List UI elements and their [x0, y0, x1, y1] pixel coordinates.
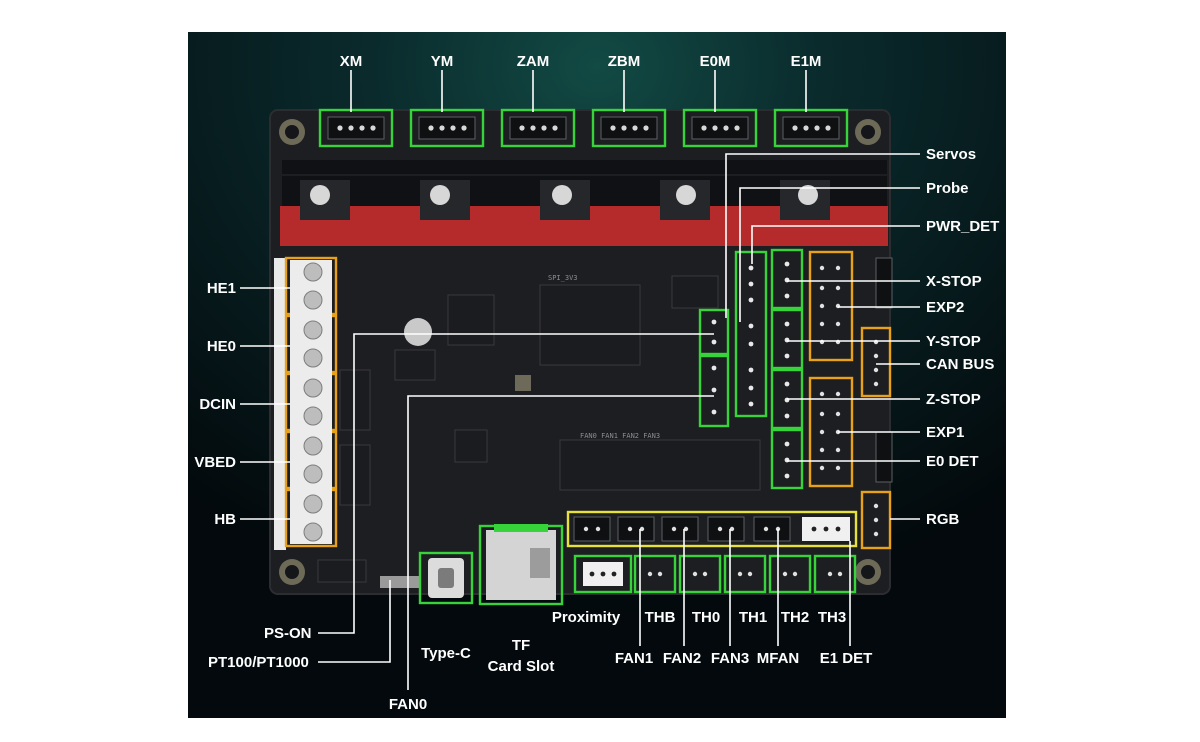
bottom-labels: PS-ON PT100/PT1000 FAN0 Type-C TF Card S…: [208, 609, 872, 713]
signal-headers: [698, 248, 804, 490]
leader-lines: [240, 70, 920, 690]
label-fan0: FAN0: [389, 696, 427, 713]
usb-and-sd: [418, 524, 564, 606]
driver-sockets: [280, 160, 888, 246]
label-servos: Servos: [926, 146, 976, 163]
label-dcin: DCIN: [199, 396, 236, 413]
exp-headers: [808, 250, 893, 550]
label-tf: TF: [512, 637, 530, 654]
label-hb: HB: [214, 511, 236, 528]
label-can-bus: CAN BUS: [926, 356, 994, 373]
right-labels: Servos Probe PWR_DET X-STOP EXP2 Y-STOP …: [926, 146, 999, 528]
label-fan3: FAN3: [711, 650, 749, 667]
label-type-c: Type-C: [421, 645, 471, 662]
label-th1: TH1: [739, 609, 767, 626]
label-exp1: EXP1: [926, 424, 964, 441]
label-pt100: PT100/PT1000: [208, 654, 309, 671]
left-labels: HE1 HE0 DCIN VBED HB: [194, 280, 236, 528]
label-he0: HE0: [207, 338, 236, 355]
label-fan2: FAN2: [663, 650, 701, 667]
label-zbm: ZBM: [608, 53, 641, 70]
mounting-holes: [279, 119, 881, 585]
label-vbed: VBED: [194, 454, 236, 471]
label-thb: THB: [645, 609, 676, 626]
label-card-slot: Card Slot: [488, 658, 555, 675]
label-probe: Probe: [926, 180, 969, 197]
label-e1m: E1M: [791, 53, 822, 70]
label-e0-det: E0 DET: [926, 453, 979, 470]
fan-connectors: [566, 510, 858, 548]
thermistor-connectors: [573, 554, 857, 594]
label-exp2: EXP2: [926, 299, 964, 316]
label-e0m: E0M: [700, 53, 731, 70]
board-components: SPI_3V3 FAN0 FAN1 FAN2 FAN3: [317, 274, 761, 588]
label-y-stop: Y-STOP: [926, 333, 981, 350]
label-he1: HE1: [207, 280, 236, 297]
svg-text:FAN0 FAN1 FAN2 FAN3: FAN0 FAN1 FAN2 FAN3: [580, 432, 660, 440]
label-mfan: MFAN: [757, 650, 800, 667]
label-x-stop: X-STOP: [926, 273, 982, 290]
motor-connectors: [318, 108, 849, 148]
label-proximity: Proximity: [552, 609, 621, 626]
motor-labels: XM YM ZAM ZBM E0M E1M: [340, 53, 822, 70]
label-fan1: FAN1: [615, 650, 653, 667]
label-zam: ZAM: [517, 53, 550, 70]
label-th2: TH2: [781, 609, 809, 626]
label-e1-det: E1 DET: [820, 650, 873, 667]
label-xm: XM: [340, 53, 363, 70]
label-pwr-det: PWR_DET: [926, 218, 999, 235]
label-z-stop: Z-STOP: [926, 391, 981, 408]
svg-text:SPI_3V3: SPI_3V3: [548, 274, 578, 282]
label-ym: YM: [431, 53, 454, 70]
label-th3: TH3: [818, 609, 846, 626]
label-ps-on: PS-ON: [264, 625, 312, 642]
label-rgb: RGB: [926, 511, 960, 528]
label-th0: TH0: [692, 609, 720, 626]
